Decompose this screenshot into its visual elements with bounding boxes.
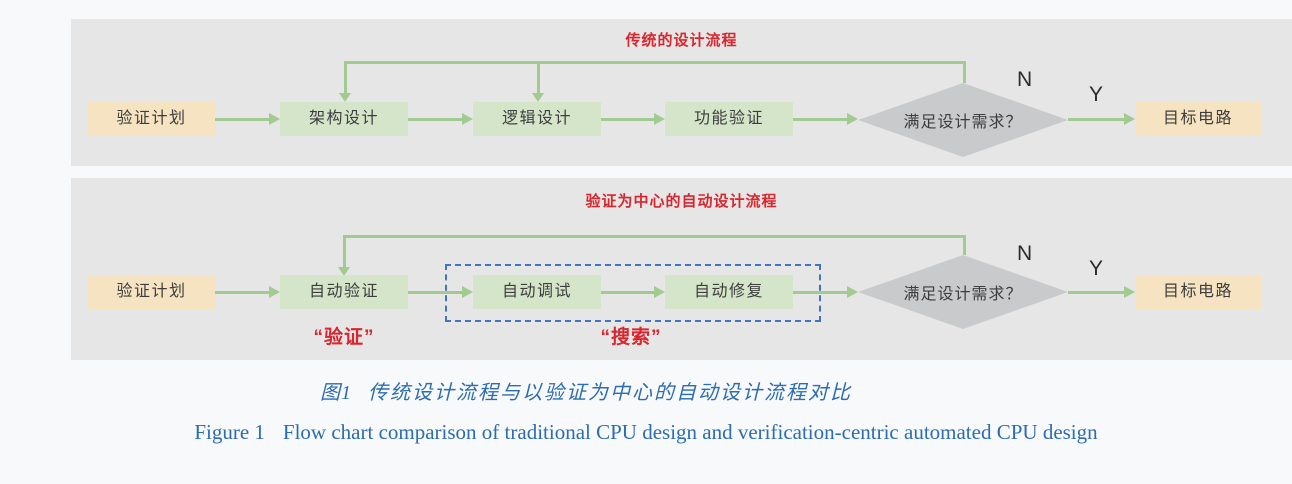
node-verification-plan: 验证计划 bbox=[88, 102, 215, 136]
yes-branch-label: Y bbox=[1089, 83, 1104, 106]
flow-line bbox=[793, 118, 847, 121]
feedback-line-to-arch bbox=[344, 61, 347, 93]
figure-caption-zh-label: 图1 bbox=[320, 382, 352, 404]
yes-branch-label: Y bbox=[1089, 257, 1104, 280]
arrowhead-right-icon bbox=[462, 286, 473, 298]
arrowhead-right-icon bbox=[654, 113, 665, 125]
node-target-circuit: 目标电路 bbox=[1135, 102, 1261, 136]
flow-line bbox=[1068, 118, 1124, 121]
node-target-circuit: 目标电路 bbox=[1135, 275, 1261, 309]
automated-flow-panel: 验证为中心的自动设计流程 验证计划 自动验证 自动调试 自动修复 满足设计需求？… bbox=[71, 178, 1292, 360]
decision-diamond: 满足设计需求？ bbox=[858, 83, 1068, 157]
flow-line bbox=[601, 291, 654, 294]
figure-caption-en-label: Figure 1 bbox=[194, 420, 265, 444]
node-functional-verification: 功能验证 bbox=[665, 102, 793, 136]
traditional-flow-title: 传统的设计流程 bbox=[625, 32, 738, 49]
arrowhead-right-icon bbox=[1124, 286, 1135, 298]
decision-text: 满足设计需求？ bbox=[903, 114, 1023, 131]
figure-caption-zh-text: 传统设计流程与以验证为中心的自动设计流程对比 bbox=[368, 382, 852, 404]
arrowhead-right-icon bbox=[847, 286, 858, 298]
no-branch-label: N bbox=[1017, 68, 1033, 91]
automated-flow-title: 验证为中心的自动设计流程 bbox=[585, 193, 778, 210]
feedback-line-to-auto-verify bbox=[343, 235, 346, 267]
arrowhead-right-icon bbox=[1124, 113, 1135, 125]
decision-diamond: 满足设计需求？ bbox=[858, 255, 1068, 329]
verify-annotation: “验证” bbox=[313, 327, 375, 348]
node-architecture-design: 架构设计 bbox=[280, 102, 408, 136]
arrowhead-right-icon bbox=[462, 113, 473, 125]
node-auto-debug: 自动调试 bbox=[473, 275, 601, 309]
node-logic-design: 逻辑设计 bbox=[473, 102, 601, 136]
flow-line bbox=[1068, 291, 1124, 294]
figure-caption-en-text: Flow chart comparison of traditional CPU… bbox=[282, 420, 1098, 444]
flow-line bbox=[793, 291, 847, 294]
feedback-line-from-decision bbox=[963, 235, 966, 255]
flow-line bbox=[215, 291, 269, 294]
arrowhead-down-arch-icon bbox=[339, 93, 351, 102]
flow-line bbox=[408, 118, 462, 121]
feedback-line-from-decision bbox=[963, 61, 966, 83]
arrowhead-right-icon bbox=[654, 286, 665, 298]
arrowhead-right-icon bbox=[269, 286, 280, 298]
feedback-line-to-logic bbox=[537, 61, 540, 93]
traditional-flow-panel: 传统的设计流程 验证计划 架构设计 逻辑设计 功能验证 满足设计需求？ 目标电路… bbox=[71, 19, 1292, 166]
search-annotation: “搜索” bbox=[600, 327, 662, 348]
flow-line bbox=[215, 118, 269, 121]
arrowhead-right-icon bbox=[847, 113, 858, 125]
figure-caption-en: Figure 1 Flow chart comparison of traditi… bbox=[0, 420, 1292, 445]
flow-line bbox=[408, 291, 462, 294]
arrowhead-down-auto-verify-icon bbox=[338, 267, 350, 276]
arrowhead-down-logic-icon bbox=[532, 93, 544, 102]
arrowhead-right-icon bbox=[269, 113, 280, 125]
no-branch-label: N bbox=[1017, 242, 1033, 265]
feedback-line-horizontal bbox=[343, 235, 966, 238]
node-auto-verification: 自动验证 bbox=[280, 275, 408, 309]
feedback-line-horizontal bbox=[344, 61, 966, 64]
figure-caption-zh: 图1 传统设计流程与以验证为中心的自动设计流程对比 bbox=[0, 376, 1232, 405]
node-auto-repair: 自动修复 bbox=[665, 275, 793, 309]
flow-line bbox=[601, 118, 654, 121]
node-verification-plan: 验证计划 bbox=[88, 275, 215, 309]
decision-text: 满足设计需求？ bbox=[903, 286, 1023, 303]
